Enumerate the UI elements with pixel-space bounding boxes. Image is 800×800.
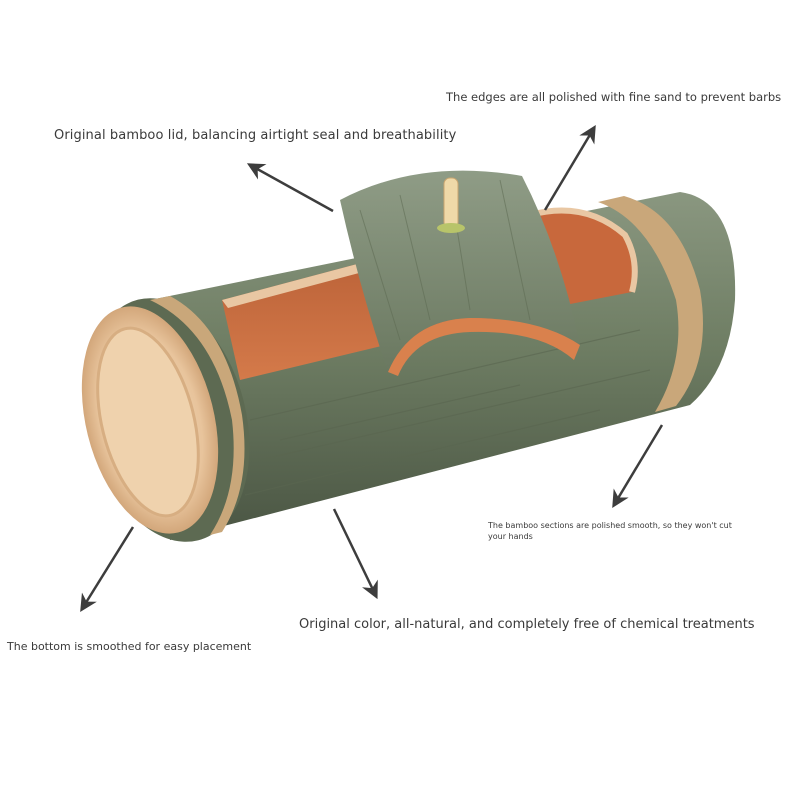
arrow-lid (246, 163, 334, 213)
bamboo-tube (81, 192, 736, 542)
arrow-edges (543, 124, 596, 211)
annotation-lid: Original bamboo lid, balancing airtight … (54, 128, 457, 143)
arrow-bottom (80, 526, 135, 612)
annotation-arrows (80, 124, 664, 612)
left-node-band (150, 296, 245, 535)
lid-peg (443, 177, 459, 229)
annotation-edges: The edges are all polished with fine san… (446, 90, 782, 104)
annotation-color: Original color, all-natural, and complet… (299, 617, 755, 632)
arrow-sections (612, 424, 664, 509)
annotation-sections: The bamboo sections are polished smooth,… (488, 521, 732, 541)
annotation-bottom: The bottom is smoothed for easy placemen… (7, 640, 252, 653)
arrow-color (332, 508, 378, 600)
bamboo-lid (340, 170, 580, 376)
right-node-band (598, 196, 703, 412)
